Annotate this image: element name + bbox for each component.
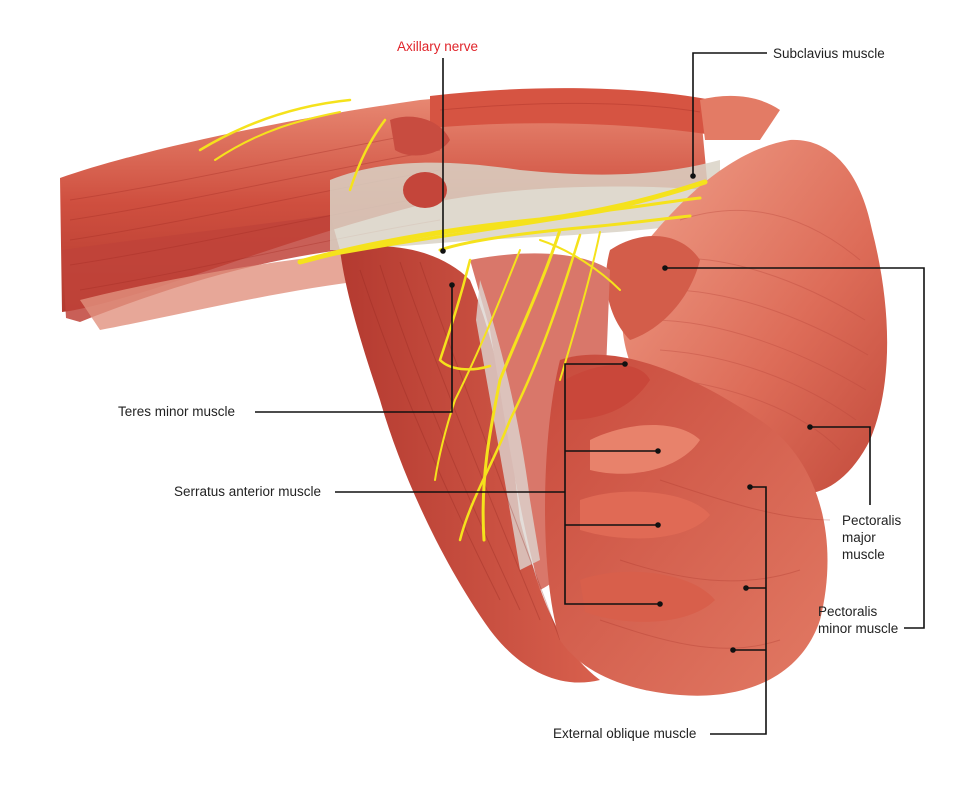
serratus-and-oblique-shape — [545, 354, 831, 696]
leader-dots — [440, 173, 813, 653]
label-pectoralis-major-line3: muscle — [842, 547, 885, 562]
label-pectoralis-major-line2: major — [842, 530, 876, 545]
leader-lines — [255, 52, 925, 735]
label-teres-minor-muscle: Teres minor muscle — [118, 404, 236, 419]
nerve-bundle — [198, 98, 708, 542]
label-subclavius-muscle: Subclavius muscle — [773, 46, 885, 61]
label-serratus-anterior-muscle: Serratus anterior muscle — [174, 484, 322, 499]
label-pectoralis-minor-line1: Pectoralis — [818, 604, 878, 619]
label-pectoralis-minor-line2: minor muscle — [818, 621, 899, 636]
label-pectoralis-major-muscle: Pectoralis major muscle — [842, 512, 912, 563]
pectoralis-minor-shape — [606, 236, 700, 340]
shoulder-joint-fascia — [330, 116, 720, 250]
label-pectoralis-major-line1: Pectoralis — [842, 513, 902, 528]
label-axillary-nerve: Axillary nerve — [397, 39, 479, 54]
label-external-oblique-muscle: External oblique muscle — [553, 726, 697, 741]
label-pectoralis-minor-muscle: Pectoralis minor muscle — [818, 603, 908, 637]
